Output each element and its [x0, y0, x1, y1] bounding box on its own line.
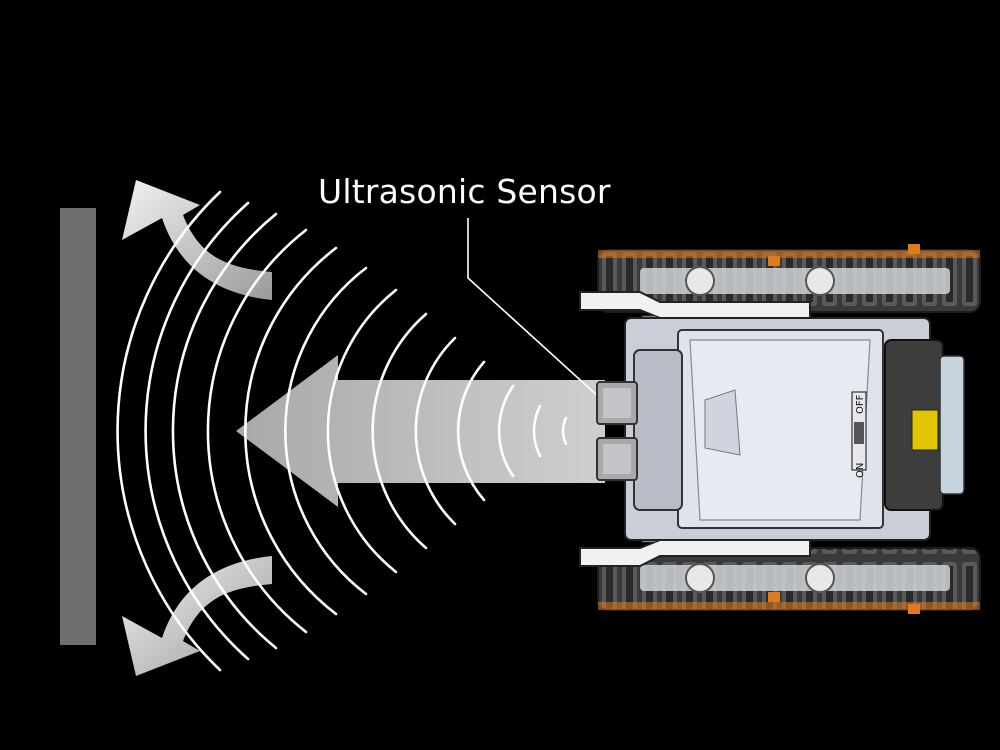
sensor-leader-line — [467, 218, 601, 399]
wave-arc-12 — [532, 404, 542, 458]
track-top — [597, 244, 981, 313]
wave-arc-10 — [456, 360, 486, 502]
beam-arrow — [236, 355, 605, 507]
wave-arc-3 — [171, 212, 278, 650]
wave-arc-11 — [497, 384, 515, 478]
wall-obstacle — [60, 208, 96, 645]
wave-arc-13 — [561, 416, 568, 446]
wave-arc-8 — [371, 312, 428, 550]
switch-on-label: ON — [855, 463, 866, 478]
reflection-arrow-down — [122, 556, 272, 676]
power-switch: ON OFF — [851, 391, 867, 478]
switch-off-label: OFF — [855, 394, 866, 414]
robot: ON OFF — [579, 244, 981, 614]
ultrasonic-sensor — [596, 381, 638, 481]
wave-arc-1 — [116, 190, 222, 672]
ultrasonic-sensor-label: Ultrasonic Sensor — [318, 172, 611, 211]
sound-waves — [116, 190, 568, 672]
wave-arc-9 — [414, 336, 457, 526]
battery-pack — [884, 339, 965, 511]
wave-arc-2 — [144, 201, 250, 661]
reflection-arrow-up — [122, 180, 272, 300]
wave-arc-6 — [284, 266, 368, 596]
wave-arc-5 — [244, 246, 338, 616]
wave-arc-7 — [326, 288, 398, 574]
wave-arc-4 — [206, 228, 308, 634]
